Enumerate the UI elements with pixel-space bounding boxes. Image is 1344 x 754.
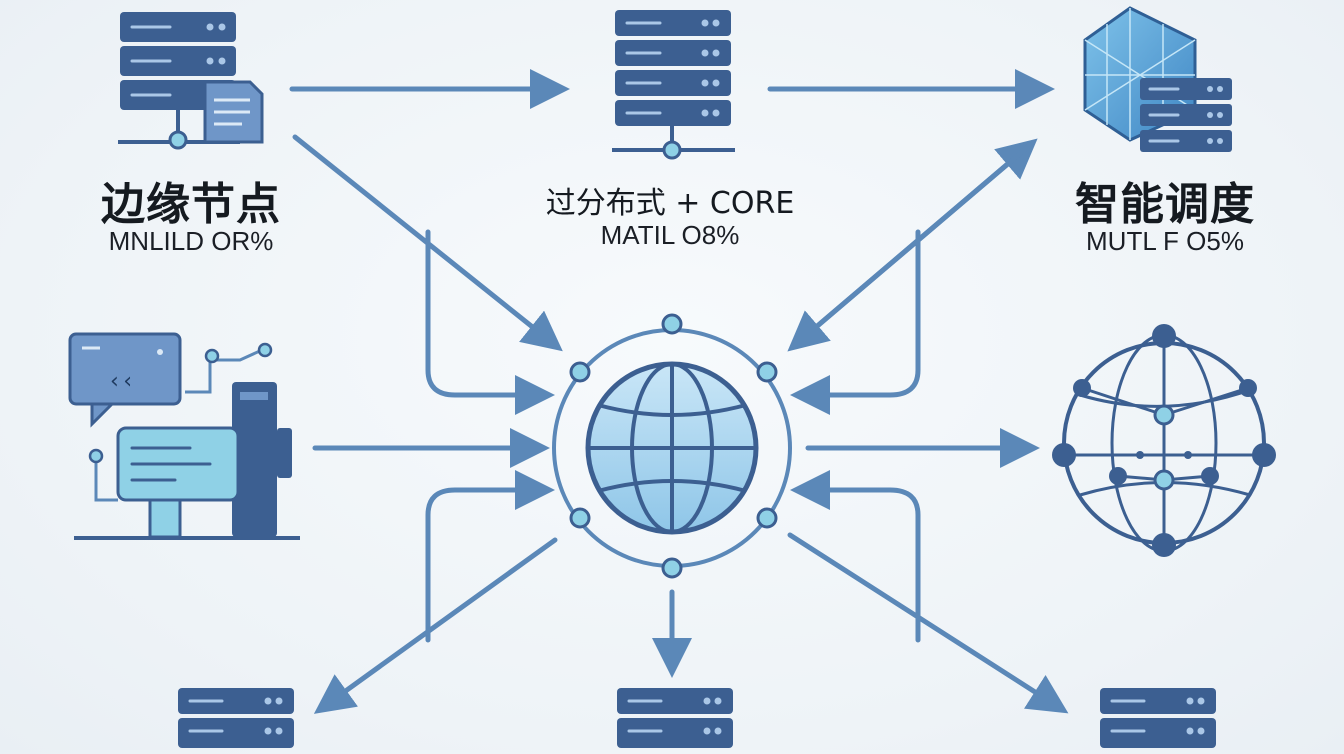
arrow-edge-to-hub bbox=[292, 134, 563, 352]
cube-with-servers-icon bbox=[1083, 6, 1232, 152]
arrow-curve-lower-right bbox=[790, 470, 921, 643]
core-node-title: 过分布式 + CORE bbox=[545, 186, 795, 221]
globe-network-icon bbox=[552, 313, 792, 579]
arrow-scheduler-to-hub bbox=[787, 142, 1033, 352]
arrow-curve-upper-left bbox=[425, 229, 555, 415]
computer-with-chat-icon: ‹‹ bbox=[68, 332, 300, 540]
arrow-curve-lower-left bbox=[425, 470, 555, 643]
scheduler-title: 智能调度 bbox=[1075, 179, 1255, 230]
arrow-curve-upper-right bbox=[790, 229, 921, 415]
server-stack-icon bbox=[612, 10, 735, 160]
arrows bbox=[289, 69, 1069, 714]
scheduler-subtitle: MUTL F O5% bbox=[1086, 226, 1244, 256]
svg-text:‹‹: ‹‹ bbox=[108, 369, 135, 394]
edge-node-title: 边缘节点 bbox=[101, 179, 281, 230]
network-sphere-icon bbox=[1052, 324, 1276, 557]
edge-node-subtitle: MNLILD OR% bbox=[108, 226, 274, 256]
server-with-document-icon bbox=[118, 12, 264, 150]
arrow-hub-to-bottom-left bbox=[313, 537, 558, 714]
server-icon-bottom-right bbox=[1100, 688, 1216, 748]
core-node-subtitle: MATIL O8% bbox=[600, 220, 740, 250]
server-icon-bottom-center bbox=[617, 688, 733, 748]
server-icon-bottom-left bbox=[178, 688, 294, 748]
arrow-hub-to-bottom-right bbox=[787, 532, 1069, 714]
